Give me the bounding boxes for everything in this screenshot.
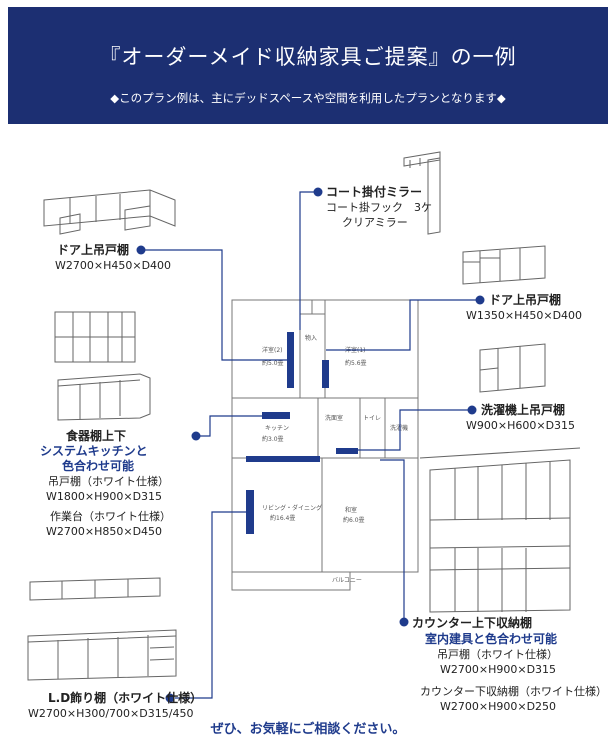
living-label: リビング・ダイニング xyxy=(262,504,322,512)
japanese-label: 和室 xyxy=(345,506,357,514)
counter-hanging: 吊戸棚（ホワイト仕様） xyxy=(437,648,558,661)
kitchen-area: 約3.0畳 xyxy=(262,435,284,443)
counter-cabinet-drawing xyxy=(419,447,581,613)
door-upper-cabinet-left-drawing xyxy=(43,189,176,235)
kitchen-label: キッチン xyxy=(265,425,289,432)
header-banner: 『オーダーメイド収納家具ご提案』の一例 ◆このプラン例は、主にデッドスペースや空… xyxy=(8,7,608,124)
door-upper-left-name: ドア上吊戸棚 xyxy=(57,243,130,257)
dish-cabinet-highlight-2: 色合わせ可能 xyxy=(62,459,135,473)
coat-mirror-drawing xyxy=(403,151,441,235)
counter-name: カウンター上下収納棚 xyxy=(412,616,533,630)
floor-plan-labels: 洋室(2) 約5.0畳 洋室(1) 約5.6畳 物入 キッチン 約3.0畳 リビ… xyxy=(262,334,408,584)
room-area-2: 約5.6畳 xyxy=(345,359,367,367)
bath-label: 洗面室 xyxy=(325,414,343,422)
living-area: 約16.4畳 xyxy=(270,514,295,522)
dish-cabinet-highlight-1: システムキッチンと xyxy=(40,444,148,458)
counter-hanging-size: W2700×H900×D315 xyxy=(440,663,557,676)
counter-lower: カウンター下収納棚（ホワイト仕様） xyxy=(420,685,607,698)
dish-cabinet-name: 食器棚上下 xyxy=(66,429,127,443)
counter-highlight: 室内建具と色合わせ可能 xyxy=(425,632,558,646)
door-upper-left-size: W2700×H450×D400 xyxy=(55,259,172,272)
coat-mirror-name: コート掛付ミラー xyxy=(326,185,423,199)
page-title: 『オーダーメイド収納家具ご提案』の一例 xyxy=(99,45,517,69)
dish-cabinet-worktop-drawing xyxy=(57,373,151,421)
dish-cabinet-worktop: 作業台（ホワイト仕様） xyxy=(50,510,171,523)
toilet-label: トイレ xyxy=(363,415,381,422)
laundry-upper-cabinet-drawing xyxy=(479,343,546,393)
room-label-1: 洋室(2) xyxy=(262,346,283,354)
dish-cabinet-hanging-size: W1800×H900×D315 xyxy=(46,490,163,503)
door-upper-cabinet-right-drawing xyxy=(462,245,546,285)
ld-shelf-upper-drawing xyxy=(29,577,161,601)
ld-shelf-size: W2700×H300/700×D315/450 xyxy=(28,707,194,720)
dish-cabinet-worktop-size: W2700×H850×D450 xyxy=(46,525,163,538)
dish-cabinet-hanging: 吊戸棚（ホワイト仕様） xyxy=(48,475,169,488)
laundry-upper-size: W900×H600×D315 xyxy=(466,419,576,432)
footer-message: ぜひ、お気軽にご相談ください。 xyxy=(210,722,406,737)
page-subtitle: ◆このプラン例は、主にデッドスペースや空間を利用したプランとなります◆ xyxy=(110,91,506,105)
wash-label: 洗濯機 xyxy=(390,424,408,432)
counter-lower-size: W2700×H900×D250 xyxy=(440,700,557,713)
room-area-1: 約5.0畳 xyxy=(262,359,284,367)
ld-shelf-lower-drawing xyxy=(27,629,177,681)
closet-label: 物入 xyxy=(305,334,317,342)
balcony-label: バルコニー xyxy=(332,577,362,584)
dish-cabinet-upper-drawing xyxy=(54,311,136,363)
door-upper-right-name: ドア上吊戸棚 xyxy=(489,293,562,307)
leader-dots xyxy=(136,187,485,703)
door-upper-right-size: W1350×H450×D400 xyxy=(466,309,583,322)
laundry-upper-name: 洗濯機上吊戸棚 xyxy=(481,403,566,417)
ld-shelf-name: L.D飾り棚（ホワイト仕様） xyxy=(48,691,203,705)
coat-mirror-glass: クリアミラー xyxy=(342,216,408,229)
coat-mirror-hooks: コート掛フック 3ケ xyxy=(326,201,432,214)
leader-lines xyxy=(140,191,480,699)
japanese-area: 約6.0畳 xyxy=(343,516,365,524)
floor-plan xyxy=(231,299,419,591)
